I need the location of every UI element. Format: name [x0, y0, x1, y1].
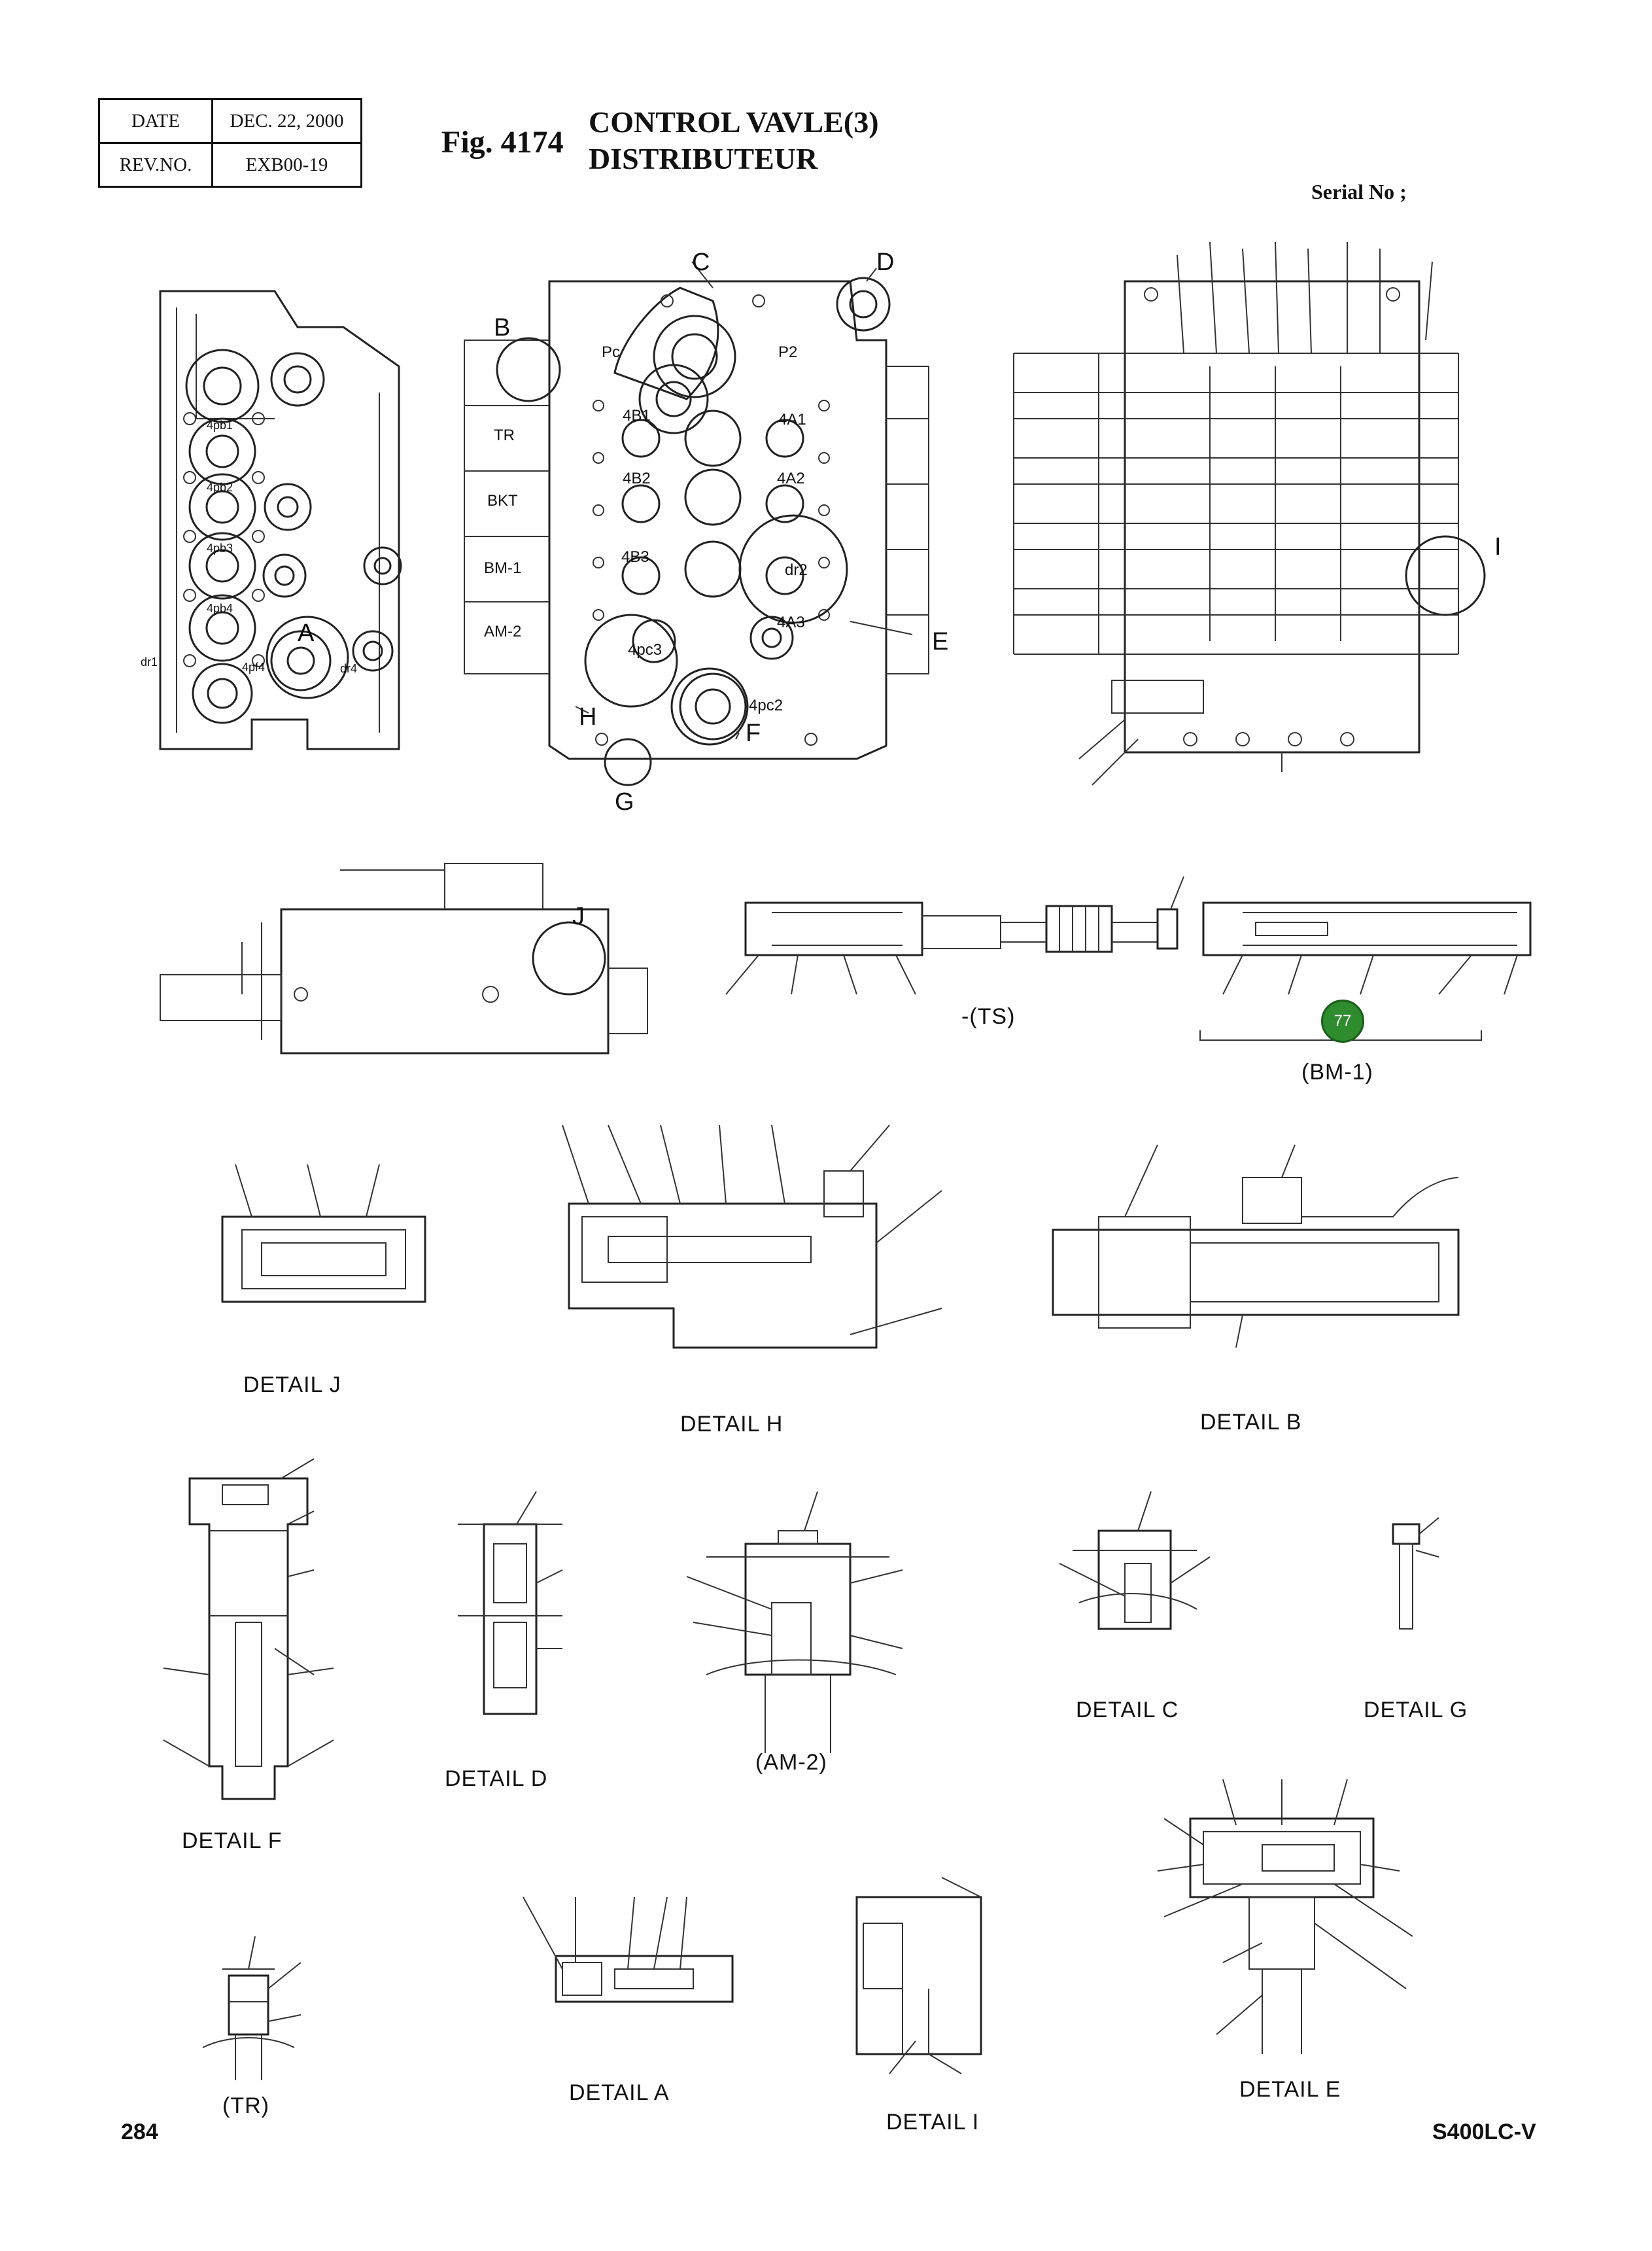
detail-f-drawing	[163, 1458, 334, 1800]
callout-h: H	[579, 703, 598, 731]
port-4a3: 4A3	[777, 614, 805, 631]
port-4pf4: 4pf4	[242, 661, 266, 674]
detail-g-caption: DETAIL G	[1364, 1698, 1468, 1722]
port-bkt: BKT	[487, 492, 518, 510]
port-4a1: 4A1	[778, 411, 806, 428]
detail-d-caption: DETAIL D	[445, 1766, 548, 1791]
callout-g: G	[615, 788, 635, 816]
detail-e-caption: DETAIL E	[1239, 2077, 1341, 2102]
callout-j: J	[572, 903, 585, 930]
port-4a2: 4A2	[777, 470, 805, 487]
port-dr2: dr2	[785, 561, 808, 579]
port-tr: TR	[494, 427, 515, 444]
port-dr4: dr4	[340, 662, 358, 675]
port-4pb2: 4pb2	[207, 481, 233, 494]
detail-j-caption: DETAIL J	[243, 1372, 341, 1397]
revision-label: REV.NO.	[98, 142, 213, 188]
detail-h-caption: DETAIL H	[680, 1412, 783, 1437]
valve-side-view	[159, 290, 402, 750]
detail-h-drawing	[562, 1125, 942, 1349]
model-number: S400LC-V	[1432, 2120, 1536, 2144]
am2-caption: (AM-2)	[755, 1750, 827, 1775]
port-bm1: BM-1	[484, 559, 522, 577]
date-label: DATE	[98, 98, 213, 144]
revision-table: DATE DEC. 22, 2000 REV.NO. EXB00-19	[98, 98, 362, 188]
revision-value: EXB00-19	[211, 142, 362, 188]
callout-c: C	[692, 249, 711, 276]
detail-e-drawing	[1157, 1779, 1413, 2054]
callout-b: B	[494, 314, 511, 341]
figure-title-english: CONTROL VAVLE(3)	[589, 105, 879, 139]
port-dr1: dr1	[141, 655, 158, 669]
figure-number: Fig. 4174	[441, 125, 564, 160]
detail-f-caption: DETAIL F	[182, 1828, 283, 1853]
port-4pb1: 4pb1	[207, 419, 233, 432]
tr-caption: (TR)	[222, 2093, 269, 2118]
tr-drawing	[202, 1936, 301, 2080]
valve-top-view	[464, 277, 929, 786]
port-4b3: 4B3	[621, 548, 649, 566]
detail-i-caption: DETAIL I	[886, 2110, 980, 2135]
callout-e: E	[932, 628, 950, 655]
port-4pb4: 4pb4	[207, 602, 233, 615]
spool-bm1-label: (BM-1)	[1301, 1060, 1373, 1085]
figure-title-french: DISTRIBUTEUR	[589, 142, 818, 175]
port-am2: AM-2	[484, 623, 522, 640]
am2-drawing	[686, 1491, 903, 1753]
port-4b1: 4B1	[623, 407, 651, 425]
detail-j-drawing	[221, 1164, 426, 1303]
callout-a-mark: A	[298, 619, 315, 647]
valve-elevation	[160, 863, 648, 1055]
port-4b2: 4B2	[623, 470, 651, 487]
detail-d-drawing	[458, 1491, 563, 1715]
valve-section-view	[1013, 241, 1486, 786]
callout-f: F	[746, 720, 762, 747]
detail-c-caption: DETAIL C	[1076, 1698, 1179, 1722]
serial-number-label: Serial No ;	[1311, 180, 1407, 203]
callout-d: D	[876, 249, 895, 276]
port-p2: P2	[778, 343, 798, 361]
spool-ts-label: -(TS)	[961, 1004, 1016, 1029]
port-4pc2: 4pc2	[749, 697, 783, 714]
port-pc: Pc	[602, 343, 621, 361]
callout-i: I	[1494, 533, 1502, 561]
detail-a-caption: DETAIL A	[569, 2080, 670, 2105]
date-value: DEC. 22, 2000	[211, 98, 362, 144]
detail-i-drawing	[855, 1877, 982, 2074]
spool-assembly	[725, 876, 1532, 1041]
detail-b-drawing	[1052, 1144, 1460, 1348]
page-number: 284	[121, 2120, 158, 2144]
detail-b-caption: DETAIL B	[1200, 1410, 1302, 1435]
detail-a-drawing	[523, 1896, 734, 2003]
port-4pc3: 4pc3	[628, 641, 663, 659]
detail-g-drawing	[1392, 1517, 1439, 1630]
reference-badge: 77	[1321, 1000, 1364, 1043]
detail-c-drawing	[1059, 1491, 1211, 1630]
port-4pb3: 4pb3	[207, 542, 233, 555]
